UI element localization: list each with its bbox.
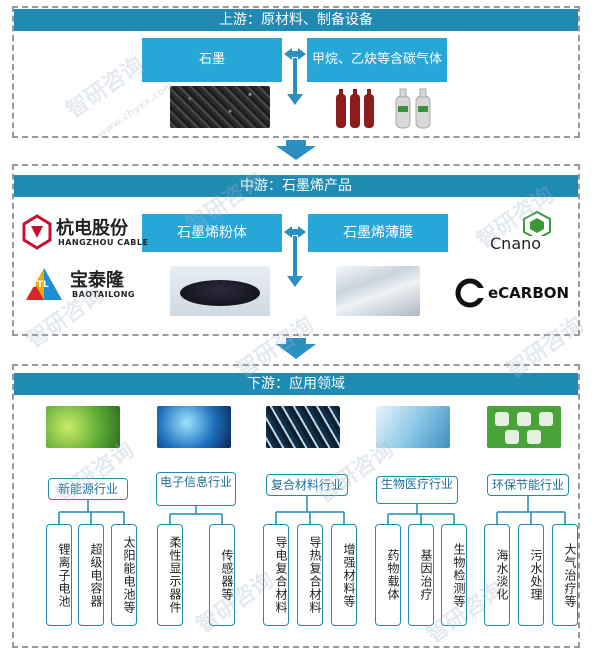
cnano-logo-icon [523, 210, 551, 236]
baotailong-en: BAOTAILONG [72, 290, 135, 299]
category-electronics: 电子信息行业 [156, 472, 236, 506]
hangzhou-cable-name: 杭电股份 [56, 218, 128, 239]
leaf-sewage-treatment: 污水处理 [518, 524, 544, 626]
leaf-bio-detection: 生物检测等 [441, 524, 467, 626]
category-biomedical: 生物医疗行业 [376, 476, 458, 504]
ecarbon-name: eCARBON [488, 284, 570, 302]
category-environmental: 环保节能行业 [487, 474, 569, 496]
graphene-powder-image [170, 266, 270, 316]
downstream-panel [12, 364, 580, 648]
upstream-panel [12, 6, 580, 138]
downstream-title: 下游：应用领域 [14, 373, 578, 395]
leaf-drug-carrier: 药物载体 [375, 524, 401, 626]
biomedical-image [376, 406, 450, 448]
hangzhou-cable-en: HANGZHOU CABLE [58, 238, 149, 247]
arrow-down-icon [276, 140, 316, 160]
midstream-item-film: 石墨烯薄膜 [308, 214, 448, 252]
arrow-down-icon [276, 338, 316, 359]
graphite-image [170, 86, 270, 128]
double-arrow-icon [284, 48, 306, 105]
hangzhou-cable-logo-icon [22, 214, 52, 250]
btl-mark: BTL [30, 280, 49, 290]
upstream-title: 上游：原材料、制备设备 [14, 9, 578, 31]
category-composite: 复合材料行业 [266, 474, 348, 496]
electronics-image [157, 406, 231, 448]
leaf-reinforcement: 增强材料等 [331, 524, 357, 626]
leaf-sensor: 传感器等 [209, 524, 235, 626]
midstream-panel [12, 164, 580, 336]
double-arrow-icon [284, 226, 306, 287]
upstream-item-gas: 甲烷、乙炔等含碳气体 [307, 38, 447, 82]
leaf-desalination: 海水淡化 [484, 524, 510, 626]
graphene-film-image [336, 266, 420, 316]
category-new-energy: 新能源行业 [48, 478, 128, 500]
leaf-air-treatment: 大气治疗等 [552, 524, 578, 626]
leaf-gene-therapy: 基因治疗 [408, 524, 434, 626]
midstream-title: 中游：石墨烯产品 [14, 175, 578, 197]
leaf-conductive-composite: 导电复合材料 [263, 524, 289, 626]
leaf-flexible-display: 柔性显示器件 [157, 524, 183, 626]
baotailong-name: 宝泰隆 [70, 270, 124, 291]
btl-logo-icon [26, 268, 62, 300]
leaf-supercapacitor: 超级电容器 [78, 524, 104, 626]
composite-image [266, 406, 340, 448]
leaf-solar-cell: 太阳能电池等 [111, 524, 137, 626]
upstream-item-graphite: 石墨 [142, 38, 282, 82]
ecarbon-logo-icon [455, 278, 485, 308]
gas-cylinders-image [336, 88, 431, 129]
leaf-lithium-battery: 锂离子电池 [46, 524, 72, 626]
environmental-image [487, 406, 561, 448]
midstream-item-powder: 石墨烯粉体 [142, 214, 282, 252]
leaf-thermal-composite: 导热复合材料 [297, 524, 323, 626]
new-energy-image [46, 406, 120, 448]
cnano-name: Cnano [490, 234, 542, 253]
